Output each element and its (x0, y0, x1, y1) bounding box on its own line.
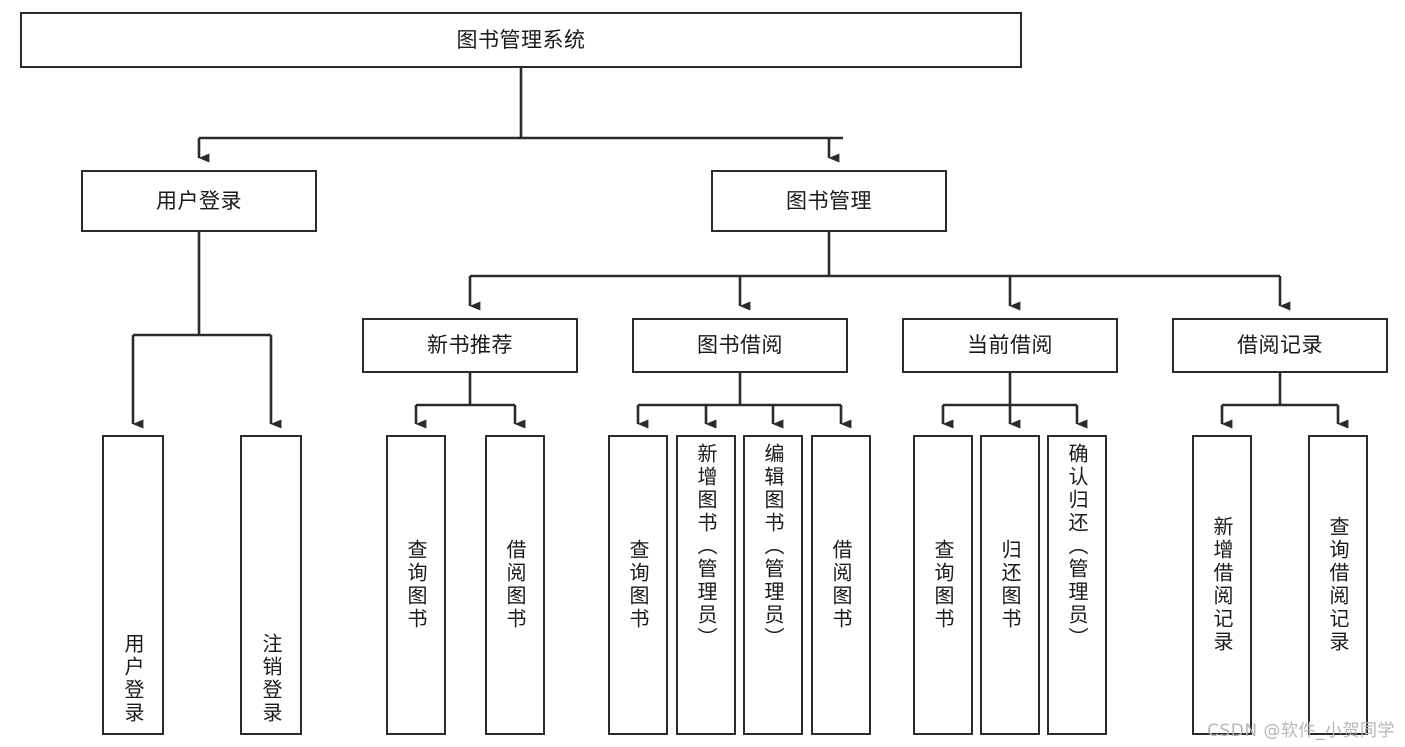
node-leaf-query-record[interactable]: 查询借阅记录 (1308, 435, 1368, 735)
node-leaf-user-login[interactable]: 用户登录 (102, 435, 164, 735)
node-leaf-add-record[interactable]: 新增借阅记录 (1192, 435, 1252, 735)
node-new-book-rec[interactable]: 新书推荐 (362, 318, 578, 373)
node-leaf-logout[interactable]: 注销登录 (240, 435, 302, 735)
node-book-manage[interactable]: 图书管理 (711, 170, 947, 232)
node-leaf-query-book-3[interactable]: 查询图书 (913, 435, 973, 735)
node-leaf-add-book-label: 新增图书（管理员） (694, 443, 718, 650)
node-leaf-borrow-book-2-label: 借阅图书 (829, 539, 853, 631)
node-leaf-edit-book-label: 编辑图书（管理员） (761, 443, 785, 650)
node-borrow-record-label: 借阅记录 (1237, 333, 1323, 358)
node-book-manage-label: 图书管理 (786, 188, 872, 213)
node-user-login[interactable]: 用户登录 (81, 170, 317, 232)
node-leaf-confirm-return-label: 确认归还（管理员） (1065, 443, 1089, 650)
node-leaf-add-book[interactable]: 新增图书（管理员） (676, 435, 736, 735)
node-leaf-add-record-label: 新增借阅记录 (1210, 516, 1234, 654)
node-leaf-query-record-label: 查询借阅记录 (1326, 516, 1350, 654)
node-user-login-label: 用户登录 (156, 188, 242, 213)
node-current-borrow-label: 当前借阅 (967, 333, 1053, 358)
node-leaf-borrow-book-2[interactable]: 借阅图书 (811, 435, 871, 735)
node-new-book-rec-label: 新书推荐 (427, 333, 513, 358)
node-leaf-query-book-1-label: 查询图书 (404, 539, 428, 631)
node-leaf-return-book-label: 归还图书 (998, 539, 1022, 631)
node-leaf-borrow-book-1[interactable]: 借阅图书 (485, 435, 545, 735)
node-leaf-edit-book[interactable]: 编辑图书（管理员） (743, 435, 803, 735)
node-root[interactable]: 图书管理系统 (20, 12, 1022, 68)
node-leaf-borrow-book-1-label: 借阅图书 (503, 539, 527, 631)
node-root-label: 图书管理系统 (456, 27, 586, 52)
node-leaf-query-book-2-label: 查询图书 (626, 539, 650, 631)
node-leaf-confirm-return[interactable]: 确认归还（管理员） (1047, 435, 1107, 735)
node-current-borrow[interactable]: 当前借阅 (902, 318, 1118, 373)
node-book-borrow[interactable]: 图书借阅 (632, 318, 848, 373)
node-leaf-return-book[interactable]: 归还图书 (980, 435, 1040, 735)
node-leaf-query-book-2[interactable]: 查询图书 (608, 435, 668, 735)
node-leaf-query-book-3-label: 查询图书 (931, 539, 955, 631)
node-leaf-query-book-1[interactable]: 查询图书 (386, 435, 446, 735)
watermark-text: CSDN @软件_小贺同学 (1207, 721, 1395, 741)
node-book-borrow-label: 图书借阅 (697, 333, 783, 358)
node-leaf-user-login-label: 用户登录 (121, 633, 145, 725)
node-borrow-record[interactable]: 借阅记录 (1172, 318, 1388, 373)
node-leaf-logout-label: 注销登录 (259, 633, 283, 725)
